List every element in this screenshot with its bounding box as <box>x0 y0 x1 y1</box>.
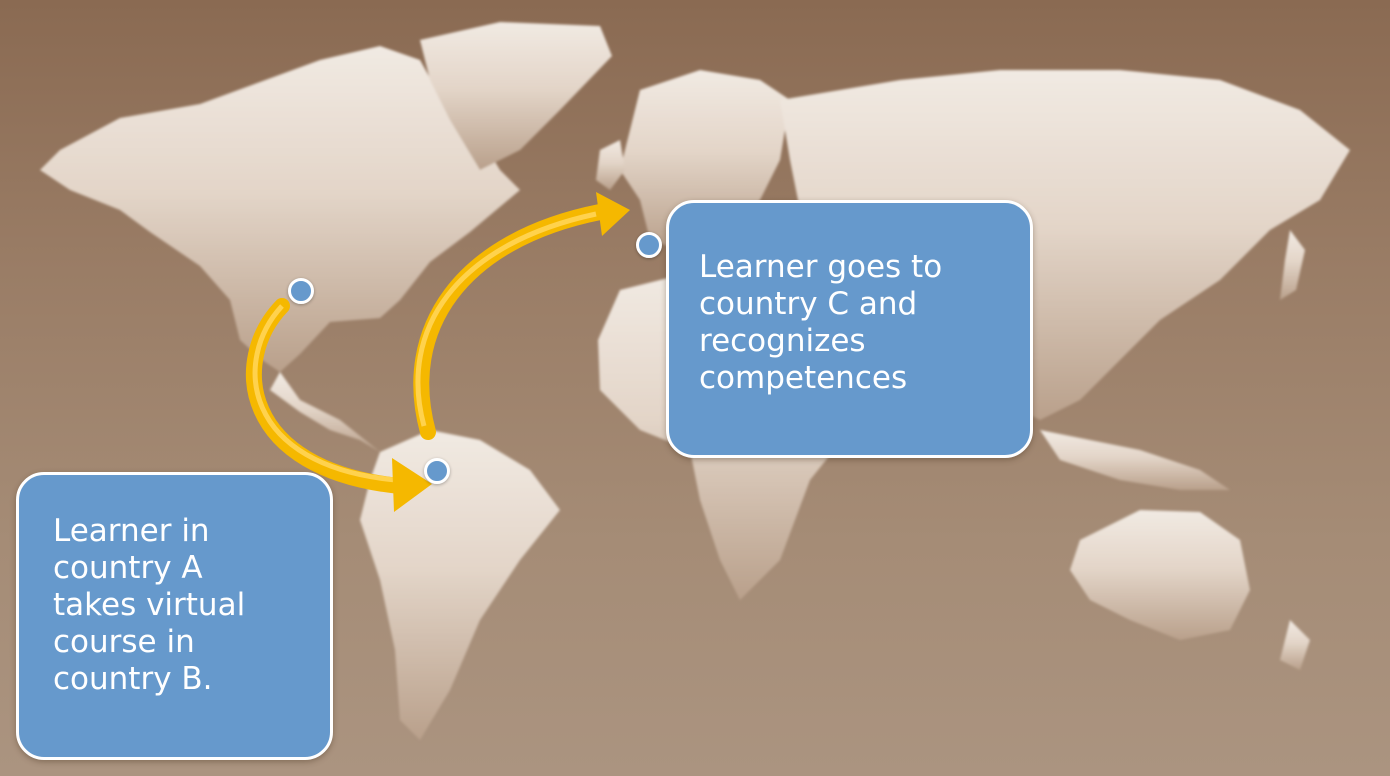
south-america-shape <box>360 430 560 740</box>
curved-arrow-b-to-c <box>413 192 630 440</box>
curved-arrow-a-to-b <box>246 298 432 512</box>
callout-country-a: Learner in country A takes virtual cours… <box>16 472 333 760</box>
location-dot-country-c <box>636 232 662 258</box>
japan-shape <box>1280 230 1305 300</box>
greenland-shape <box>420 22 612 170</box>
central-america-shape <box>270 372 380 452</box>
location-dot-country-a <box>288 278 314 304</box>
north-america-shape <box>40 46 520 372</box>
callout-country-c: Learner goes to country C and recognizes… <box>666 200 1033 458</box>
location-dot-country-b <box>424 458 450 484</box>
australia-shape <box>1070 510 1250 640</box>
new-zealand-shape <box>1280 620 1310 670</box>
uk-shape <box>596 140 625 190</box>
southeast-asia-shape <box>1040 430 1230 490</box>
